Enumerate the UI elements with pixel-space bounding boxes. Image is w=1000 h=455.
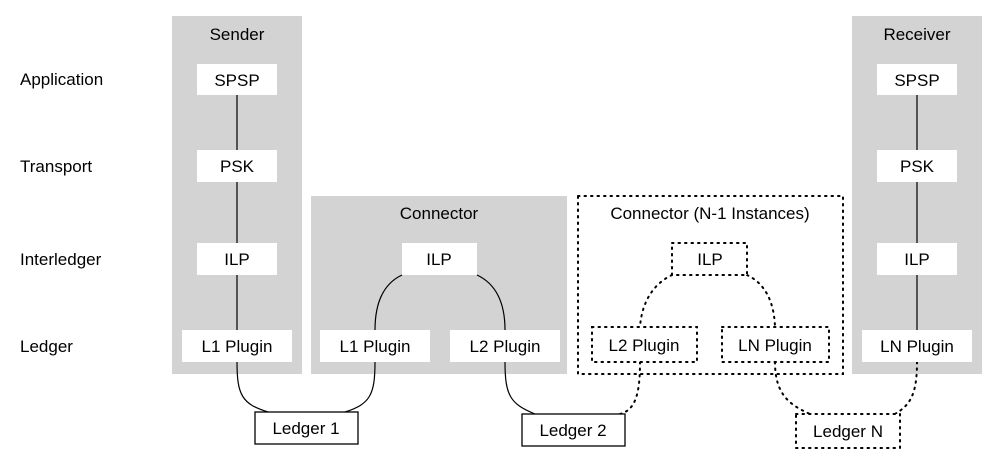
connector-n-ln-plugin-box <box>721 326 830 363</box>
sender-psk-label: PSK <box>220 157 255 176</box>
connector-n-ilp-box <box>671 242 748 276</box>
ledger2-label: Ledger 2 <box>539 421 606 440</box>
sender-ilp-label: ILP <box>224 250 250 269</box>
layer-label-interledger: Interledger <box>20 250 102 269</box>
receiver-psk-label: PSK <box>900 157 935 176</box>
sender-title: Sender <box>210 25 265 44</box>
connector-n-ilp-ln-link <box>746 274 776 328</box>
receiver-plugin-box <box>862 330 972 362</box>
connector-n-ledger2-link <box>619 361 641 415</box>
ledgerN-label: Ledger N <box>813 422 883 441</box>
receiver-psk-box <box>877 150 957 182</box>
ledger2-box <box>521 413 626 447</box>
connector-n-l2-plugin-box <box>591 326 698 363</box>
receiver-ledgerN-link <box>894 361 918 415</box>
receiver-ilp-box <box>877 243 957 275</box>
connector-l2-plugin-box <box>450 330 560 362</box>
sender-plugin-box <box>182 330 292 362</box>
receiver-title: Receiver <box>883 25 950 44</box>
layer-label-transport: Transport <box>20 157 92 176</box>
connector-n-l2-plugin-label: L2 Plugin <box>609 336 680 355</box>
receiver-spsp-box <box>877 64 957 95</box>
sender-spsp-box <box>197 64 277 95</box>
ledgerN-box <box>795 413 901 449</box>
connector-title: Connector <box>400 204 479 223</box>
connector-ilp-l2-link <box>476 274 506 331</box>
sender-plugin-label: L1 Plugin <box>202 337 273 356</box>
layer-label-application: Application <box>20 70 103 89</box>
connector-n-ln-plugin-label: LN Plugin <box>738 336 812 355</box>
connector-l1-plugin-label: L1 Plugin <box>340 337 411 356</box>
ledger1-label: Ledger 1 <box>272 419 339 438</box>
layer-label-ledger: Ledger <box>20 337 73 356</box>
sender-spsp-label: SPSP <box>214 71 259 90</box>
sender-ilp-box <box>197 243 277 275</box>
connector-ledger2-link <box>504 361 536 415</box>
receiver-ilp-label: ILP <box>904 250 930 269</box>
connector-l1-plugin-box <box>320 330 430 362</box>
sender-psk-box <box>197 150 277 182</box>
connector-ledger1-link <box>344 361 376 413</box>
receiver-spsp-label: SPSP <box>894 71 939 90</box>
connector-n-ilp-l2-link <box>639 274 673 328</box>
ledger1-box <box>254 411 359 445</box>
receiver-plugin-label: LN Plugin <box>880 337 954 356</box>
connector-n-ilp-label: ILP <box>697 250 723 269</box>
connector-n-title: Connector (N-1 Instances) <box>610 204 809 223</box>
connector-ilp-label: ILP <box>426 250 452 269</box>
connector-ilp-l1-link <box>374 274 403 331</box>
connector-l2-plugin-label: L2 Plugin <box>470 337 541 356</box>
connector-ilp-box <box>402 243 477 275</box>
sender-ledger1-link <box>236 361 269 413</box>
connector-n-panel <box>577 195 844 375</box>
connector-n-ledgerN-link <box>774 361 811 415</box>
